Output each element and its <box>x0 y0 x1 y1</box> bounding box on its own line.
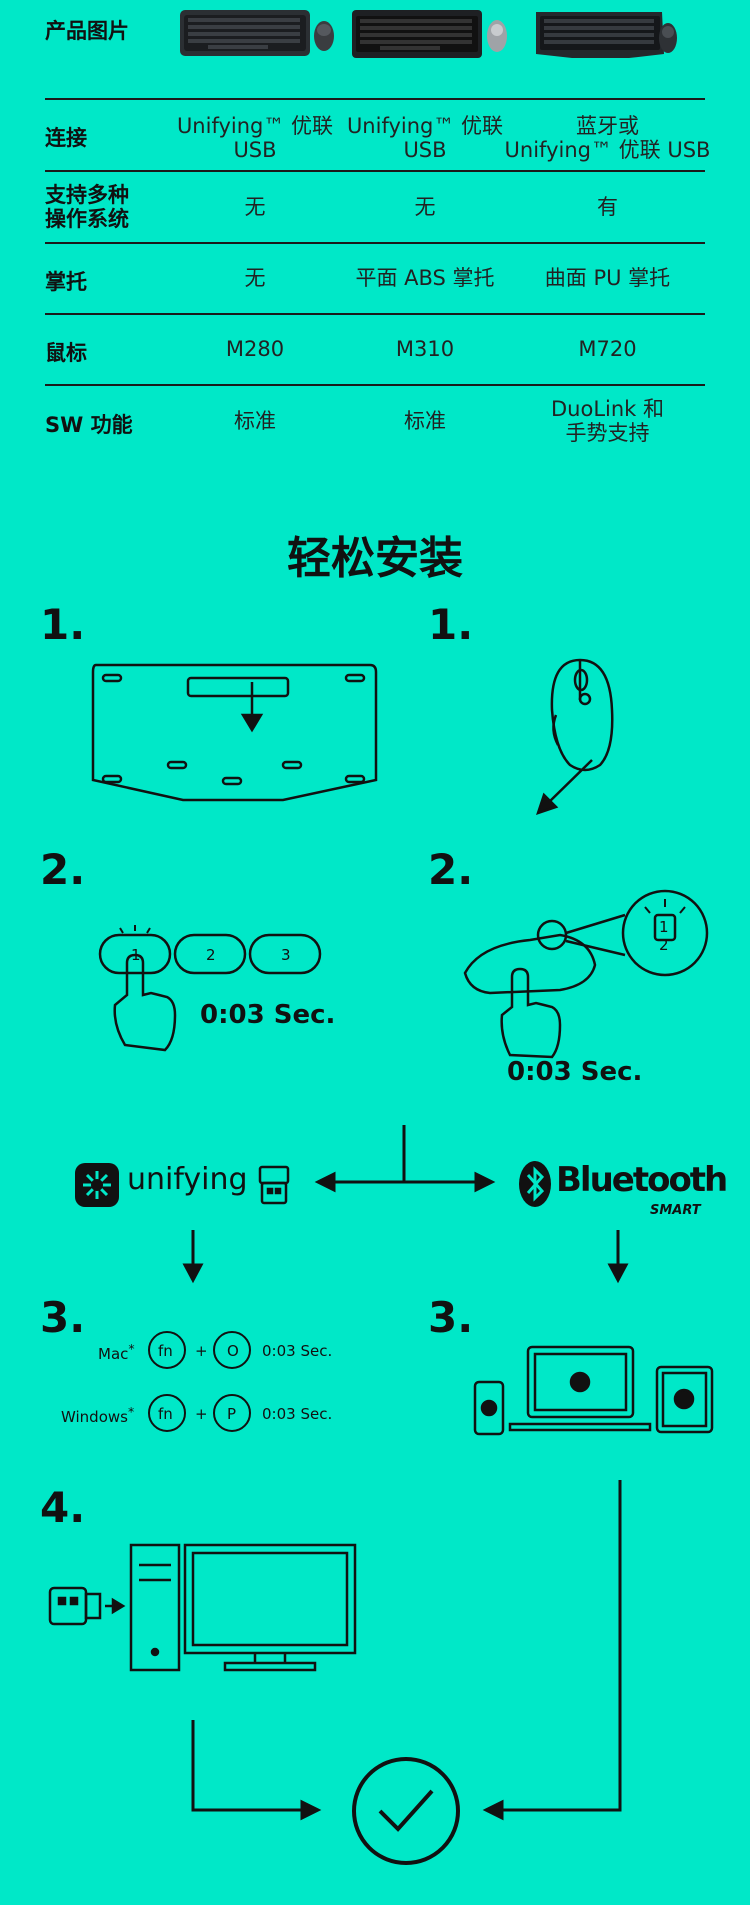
cell-connection-3: 蓝牙或 Unifying™ 优联 USB <box>504 114 711 162</box>
unifying-logo-icon <box>75 1163 119 1207</box>
row-label-multi-os: 支持多种 操作系统 <box>45 183 129 231</box>
keyboard-mouse-image-3 <box>536 12 677 58</box>
cell-palm-rest-1: 无 <box>244 266 266 290</box>
mouse-icon <box>536 658 614 815</box>
hold-time-left: 0:03 Sec. <box>200 1000 336 1030</box>
keyboard-icon <box>91 663 378 802</box>
setup-title: 轻松安装 <box>287 533 463 584</box>
cell-palm-rest-2: 平面 ABS 掌托 <box>355 266 495 290</box>
cell-connection-1: Unifying™ 优联 USB <box>176 114 334 162</box>
mac-time: 0:03 Sec. <box>262 1342 333 1360</box>
bluetooth-logo-text: Bluetooth <box>556 1160 728 1200</box>
win-time: 0:03 Sec. <box>262 1405 333 1423</box>
devices-icon <box>473 1345 714 1436</box>
windows-label: Windows* <box>61 1404 135 1426</box>
mouse-side-icon <box>463 889 709 1059</box>
cell-mouse-1: M280 <box>225 337 285 361</box>
cell-multi-os-2: 无 <box>414 195 436 219</box>
key-1-label: 1 <box>131 946 141 964</box>
step-3-left: 3. <box>40 1293 86 1342</box>
row-label-palm-rest: 掌托 <box>45 270 87 294</box>
mac-plus: + <box>195 1342 208 1360</box>
finger-press-icon-2 <box>500 967 562 1059</box>
step-2-left: 2. <box>40 845 86 894</box>
step-4: 4. <box>40 1483 86 1532</box>
cell-mouse-2: M310 <box>395 337 455 361</box>
row-label-product-image: 产品图片 <box>45 19 129 43</box>
cell-palm-rest-3: 曲面 PU 掌托 <box>544 266 671 290</box>
cell-sw-3: DuoLink 和 手势支持 <box>550 397 664 445</box>
phone-icon <box>473 1380 505 1436</box>
checkmark-icon <box>352 1757 460 1865</box>
cell-multi-os-1: 无 <box>244 195 266 219</box>
desktop-computer-icon <box>48 1543 357 1672</box>
mac-label: Mac* <box>98 1341 135 1363</box>
unifying-logo-text: unifying <box>127 1162 248 1197</box>
easy-switch-keys <box>98 925 322 1052</box>
hold-time-right: 0:03 Sec. <box>507 1057 643 1087</box>
mac-fn-key: fn <box>158 1342 173 1360</box>
usb-receiver-icon <box>258 1165 290 1205</box>
step-1-right: 1. <box>428 600 474 649</box>
win-plus: + <box>195 1405 208 1423</box>
bluetooth-smart-text: SMART <box>650 1203 701 1218</box>
finger-press-icon <box>113 953 177 1052</box>
win-fn-key: fn <box>158 1405 173 1423</box>
row-label-mouse: 鼠标 <box>45 341 87 365</box>
key-2-label: 2 <box>206 946 216 964</box>
mac-o-key: O <box>227 1342 239 1360</box>
key-3-label: 3 <box>281 946 291 964</box>
keyboard-mouse-image-2 <box>352 10 507 58</box>
keyboard-mouse-image-1 <box>180 10 334 56</box>
bluetooth-logo-icon <box>519 1161 551 1207</box>
branch-arrows <box>182 1125 629 1284</box>
key-combo-circles <box>148 1331 251 1432</box>
cell-sw-2: 标准 <box>404 409 446 433</box>
row-label-connection: 连接 <box>45 126 87 150</box>
cell-sw-1: 标准 <box>234 409 276 433</box>
step-1-left: 1. <box>40 600 86 649</box>
laptop-icon <box>526 1345 635 1419</box>
mouse-key-2-label: 2 <box>659 936 669 954</box>
tablet-icon <box>655 1365 714 1434</box>
step-3-right: 3. <box>428 1293 474 1342</box>
win-p-key: P <box>227 1405 237 1423</box>
final-arrows <box>191 1480 622 1821</box>
cell-connection-2: Unifying™ 优联 USB <box>346 114 504 162</box>
cell-multi-os-3: 有 <box>597 195 618 219</box>
mouse-key-1-label: 1 <box>659 918 669 936</box>
row-label-sw-features: SW 功能 <box>45 413 133 437</box>
cell-mouse-3: M720 <box>578 337 637 361</box>
step-2-right: 2. <box>428 845 474 894</box>
